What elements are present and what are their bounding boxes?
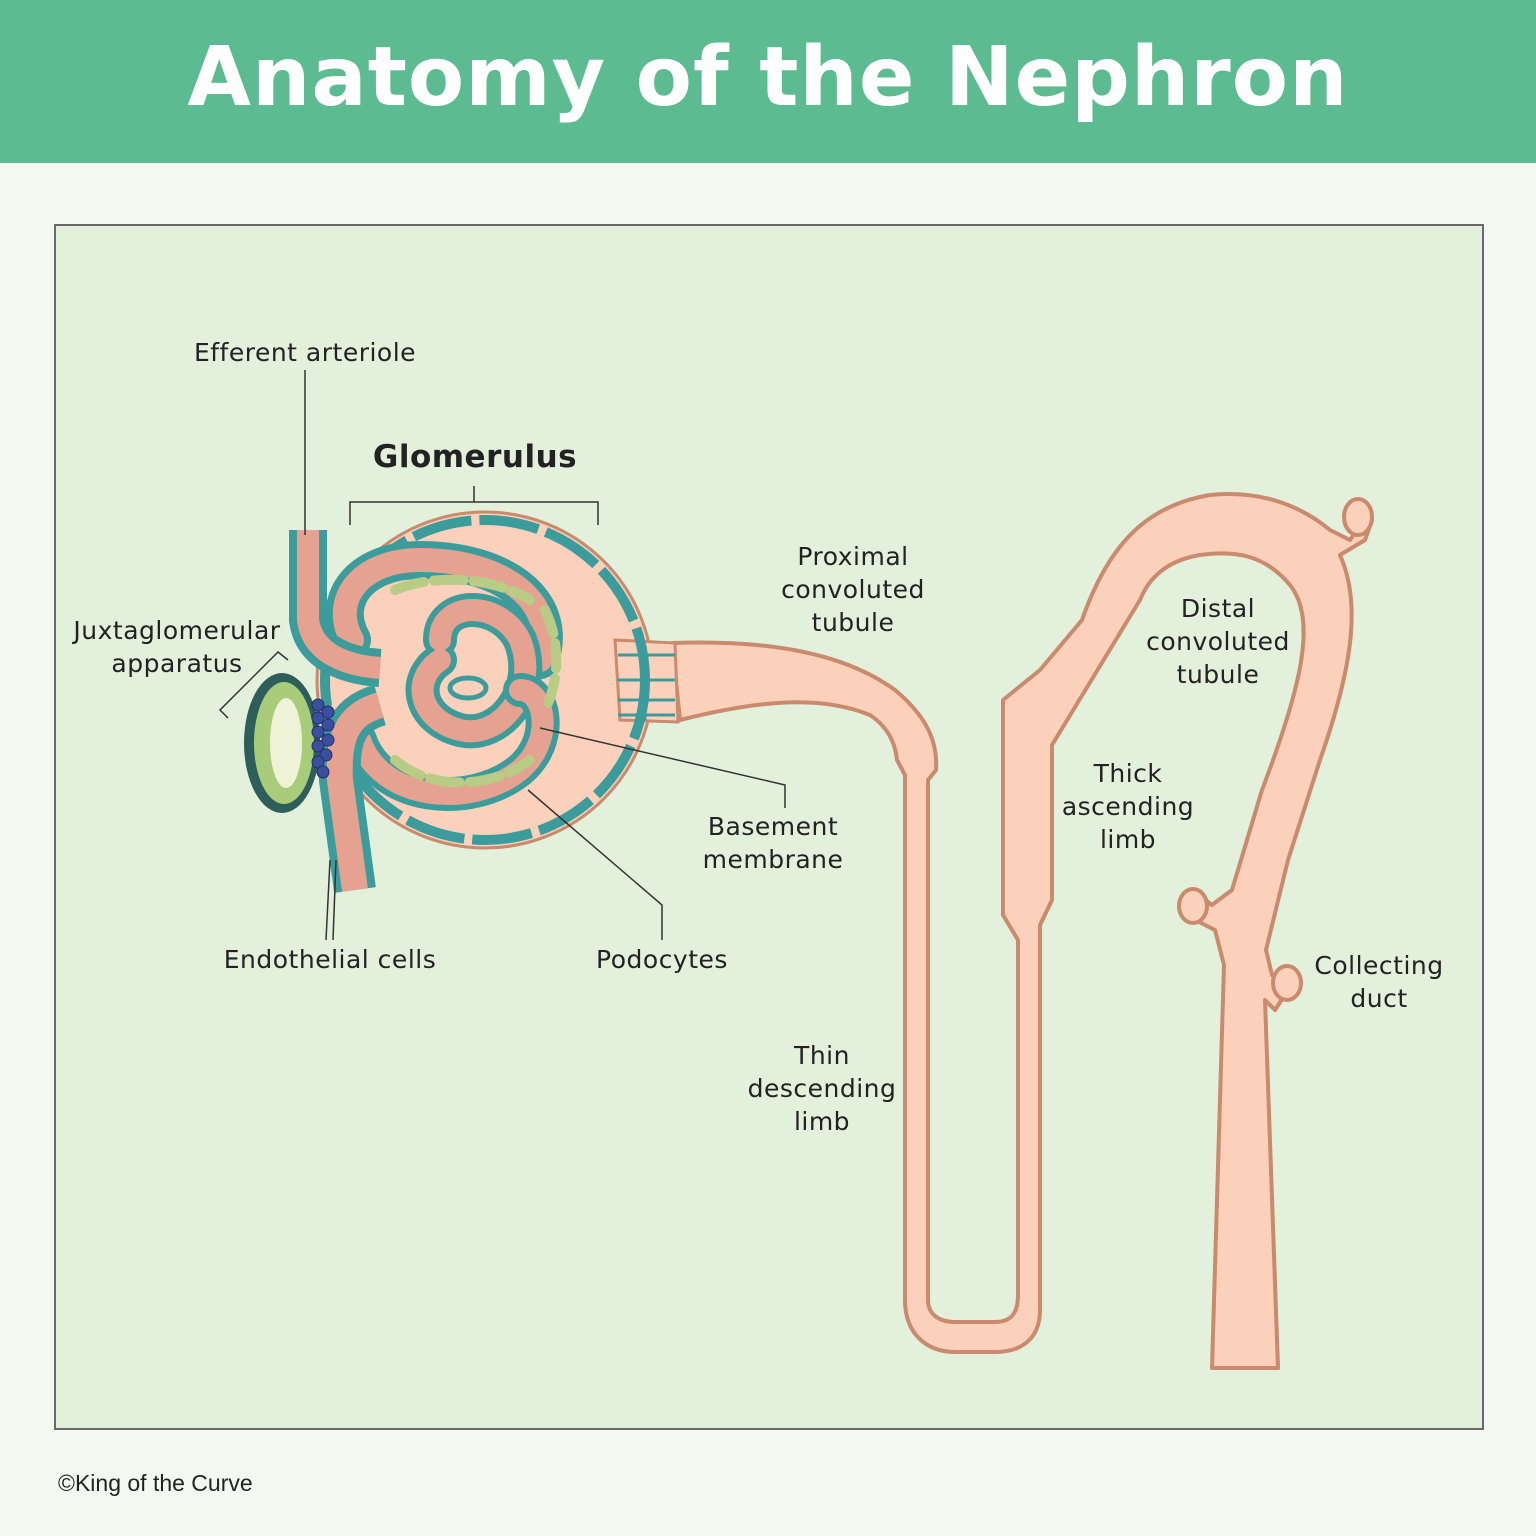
label-proximal-convoluted-tubule: Proximal convoluted tubule	[781, 542, 925, 637]
label-thin-descending-limb: Thin descending limb	[747, 1041, 897, 1136]
collecting-duct-branch	[1271, 964, 1303, 1002]
label-endothelial-cells: Endothelial cells	[223, 945, 437, 974]
label-thick-ascending-limb: Thick ascending limb	[1061, 759, 1195, 854]
nephron-tubule	[670, 492, 1374, 1370]
glomerulus-capsule	[315, 510, 680, 850]
label-efferent-arteriole: Efferent arteriole	[193, 338, 417, 367]
header-banner	[0, 0, 1536, 163]
label-glomerulus: Glomerulus	[372, 439, 578, 475]
arterioles	[289, 530, 387, 893]
label-podocytes: Podocytes	[596, 945, 728, 974]
juxtaglomerular-apparatus	[244, 673, 335, 813]
label-collecting-duct: Collecting duct	[1314, 951, 1444, 1013]
collecting-duct-branch	[1177, 887, 1209, 925]
leader-lines	[218, 370, 786, 941]
copyright-text: ©King of the Curve	[58, 1470, 253, 1496]
label-juxtaglomerular-apparatus: Juxtaglomerular apparatus	[73, 616, 281, 678]
collecting-duct-branch	[1342, 497, 1374, 537]
page-title: Anatomy of the Nephron	[187, 30, 1349, 125]
label-basement-membrane: Basement membrane	[702, 812, 844, 874]
label-distal-convoluted-tubule: Distal convoluted tubule	[1146, 594, 1290, 689]
